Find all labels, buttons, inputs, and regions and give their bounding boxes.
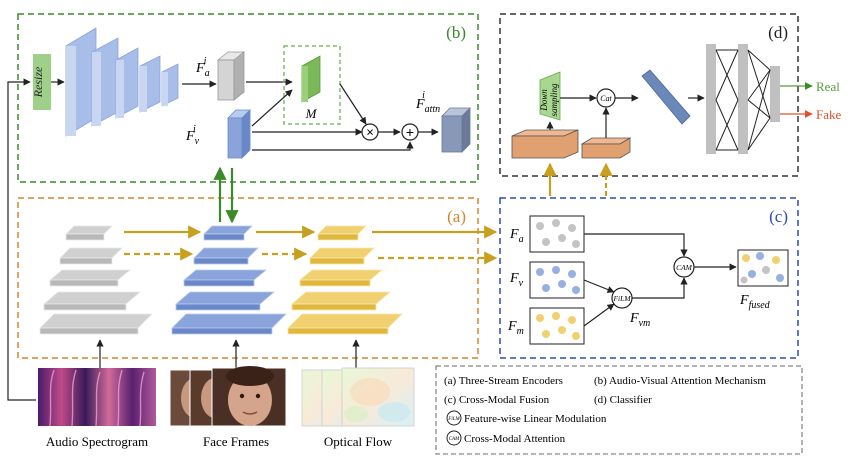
fa-label: Fai	[195, 56, 210, 79]
optical-flow-caption: Optical Flow	[324, 434, 393, 449]
audio-visual-slab	[511, 129, 579, 159]
fa-to-cam-arrow	[584, 233, 688, 257]
audio-spectrogram-image	[38, 368, 156, 427]
resize-label: Resize	[31, 66, 45, 98]
legend-item-film: Feature-wise Linear Modulation	[464, 413, 607, 425]
downsampling-block	[539, 71, 561, 121]
optical-flow-image	[301, 367, 415, 427]
visual-encoder-pyramid	[171, 225, 287, 335]
fm-to-film-arrow	[583, 303, 615, 327]
panel-b-label: (b)	[446, 23, 466, 42]
legend-item-a: (a) Three-Stream Encoders	[444, 375, 563, 387]
fa-cube	[216, 51, 246, 101]
mlp-classifier	[706, 44, 780, 154]
flow-encoder-pyramid	[287, 225, 403, 335]
resize-block	[33, 54, 51, 110]
legend-film-icon	[446, 410, 462, 426]
fv-label: Fvi	[185, 124, 200, 147]
legend-cam-icon-label: CAM	[449, 437, 460, 442]
fusion-fm-label: Fm	[507, 319, 524, 337]
m-to-mult-arrow	[339, 83, 367, 125]
fattn-label: Fattni	[415, 90, 440, 115]
fvm-to-cam-arrow	[632, 277, 688, 299]
ffused-label: Ffused	[739, 293, 771, 311]
legend-cam-icon	[446, 430, 462, 446]
fattn-cube	[441, 107, 471, 153]
legend-item-b: (b) Audio-Visual Attention Mechanism	[594, 375, 766, 387]
fv-to-m-arrow	[251, 89, 293, 127]
legend-item-d: (d) Classifier	[594, 394, 652, 406]
dense-layer	[641, 69, 691, 125]
cam-node-label: CAM	[676, 263, 693, 272]
audio-to-resize-arrow	[7, 78, 36, 401]
fake-label: Fake	[816, 107, 842, 122]
panel-a-frame	[17, 197, 479, 359]
multiply-symbol: ×	[366, 125, 374, 140]
film-node-label: FiLM	[612, 294, 631, 303]
panel-d-label: (d)	[768, 23, 788, 42]
fused-feature-dots	[740, 252, 784, 284]
real-label: Real	[816, 79, 840, 94]
fv-to-film-arrow	[583, 279, 615, 293]
fvm-label: Fvm	[629, 311, 650, 329]
legend-item-c: (c) Cross-Modal Fusion	[444, 394, 550, 406]
fusion-fa-label: Fa	[509, 227, 524, 245]
downsampling-label: Downsampling	[539, 83, 559, 117]
mask-slab	[301, 55, 321, 103]
add-symbol: +	[406, 124, 414, 140]
panel-c-frame	[499, 197, 799, 359]
audio-cnn-stack	[65, 27, 179, 137]
audio-spectrogram-caption: Audio Spectrogram	[46, 434, 148, 449]
legend-frame	[435, 365, 803, 455]
fusion-fv-label: Fv	[509, 271, 524, 289]
audio-encoder-pyramid	[39, 225, 153, 335]
fm-feature-dots	[536, 312, 580, 340]
fv-cube	[227, 109, 251, 159]
panel-a-label: (a)	[447, 207, 466, 226]
flow-slab	[581, 137, 631, 159]
mask-label: M	[305, 106, 318, 121]
panel-c-label: (c)	[769, 207, 788, 226]
fv-feature-dots	[536, 266, 580, 294]
face-frames-image	[169, 366, 287, 427]
cat-label: Cat	[600, 94, 612, 103]
legend-item-cam: Cross-Modal Attention	[464, 433, 566, 445]
panel-b-frame	[17, 13, 479, 183]
face-frames-caption: Face Frames	[203, 434, 269, 449]
legend-film-icon-label: FiLM	[447, 417, 460, 422]
fv-to-add-arrow	[252, 141, 414, 151]
fa-feature-dots	[536, 219, 580, 248]
